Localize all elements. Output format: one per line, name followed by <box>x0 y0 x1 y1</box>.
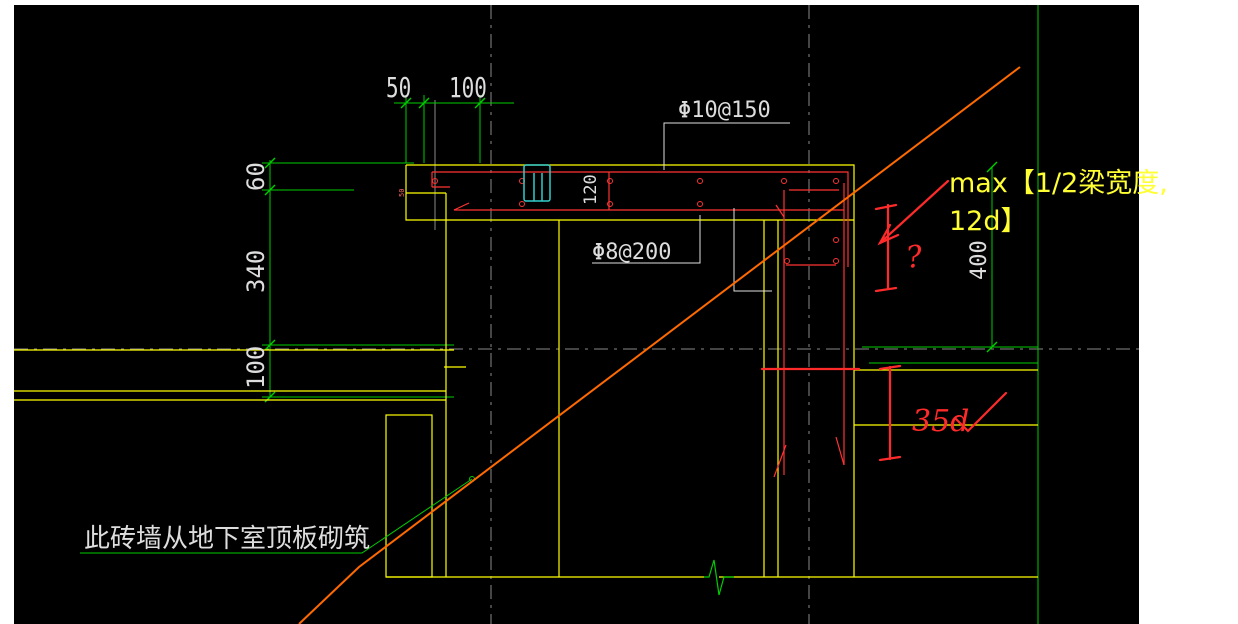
stirrup <box>523 164 551 202</box>
callout-line-1: max【1/2梁宽度, <box>949 168 1168 199</box>
dim-left-340: 340 <box>242 250 270 293</box>
leader-lines <box>592 122 790 292</box>
dim-top-100: 100 <box>449 71 487 104</box>
cad-drawing: 50 100 60 340 100 400 120 50 Φ10@150 Φ8@… <box>14 5 1139 624</box>
dim-right-400: 400 <box>967 240 992 280</box>
rebar-dots <box>432 178 839 264</box>
callout-line-2: 12d】 <box>949 206 1028 237</box>
dim-tiny-50: 50 <box>398 189 406 197</box>
wall-note: 此砖墙从地下室顶板砌筑 <box>84 524 370 554</box>
dim-left-60: 60 <box>242 162 270 191</box>
dimension-ticks <box>264 97 998 403</box>
handwritten-marks <box>760 179 1008 462</box>
callout-annotation: max【1/2梁宽度, 12d】 <box>949 165 1229 241</box>
rebar <box>431 171 849 478</box>
dim-inner-120: 120 <box>581 174 601 205</box>
dimension-lines <box>262 5 1039 624</box>
axis-lines <box>14 5 1139 624</box>
dimension-texts: 50 100 60 340 100 400 120 50 <box>242 71 992 389</box>
handwritten-question: ? <box>904 239 926 276</box>
section-line <box>298 66 1021 624</box>
label-phi10-150: Φ10@150 <box>678 98 771 123</box>
cad-viewport[interactable]: 50 100 60 340 100 400 120 50 Φ10@150 Φ8@… <box>14 5 1139 624</box>
wall-note-leader <box>80 478 473 554</box>
label-phi8-200: Φ8@200 <box>592 240 671 265</box>
dim-left-100: 100 <box>242 346 270 389</box>
structure-outline <box>14 164 1038 578</box>
break-symbol <box>704 559 734 596</box>
dim-top-50: 50 <box>386 71 411 104</box>
handwritten-35d: 35d <box>912 404 969 439</box>
